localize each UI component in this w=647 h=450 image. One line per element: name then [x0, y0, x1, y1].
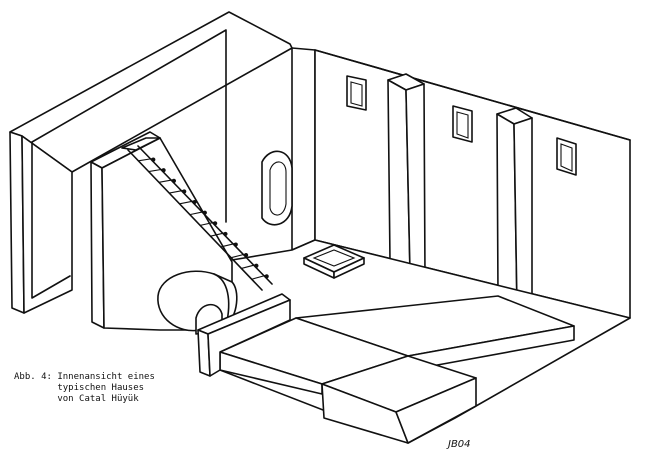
ladder-peg: [223, 231, 228, 237]
ladder-peg: [243, 253, 249, 258]
ladder-peg: [182, 189, 187, 194]
ladder-rung: [148, 168, 164, 173]
ladder-peg: [161, 168, 166, 173]
ladder-rung: [220, 242, 236, 248]
ladder-peg: [202, 210, 207, 215]
ladder-peg: [233, 242, 238, 247]
ladder-peg: [254, 263, 259, 268]
ladder-rung: [178, 200, 195, 205]
ladder-peg: [171, 178, 177, 183]
ladder-rung: [209, 232, 226, 237]
ladder-rung: [168, 189, 184, 194]
window-3: [556, 137, 577, 176]
pilaster-left: [387, 73, 426, 279]
signature: JB04: [446, 439, 471, 450]
oval-doorway: [261, 150, 293, 226]
figure-caption: Abb. 4: Innenansicht eines typischen Hau…: [14, 372, 155, 405]
window-1: [346, 75, 367, 111]
caption-line-1: Abb. 4: Innenansicht eines: [14, 372, 155, 382]
hearth-icon: [303, 244, 365, 279]
platform-front: [321, 355, 477, 444]
ladder-rung: [189, 211, 205, 216]
ladder-rung: [230, 253, 246, 259]
ladder-peg: [264, 274, 269, 279]
window-2: [452, 105, 473, 143]
ladder-peg: [213, 221, 218, 226]
ladder-peg: [151, 157, 156, 162]
ladder-rung: [240, 264, 256, 270]
caption-line-3: von Catal Hüyük: [14, 394, 139, 404]
ladder-rung: [137, 158, 153, 162]
ladder-rung: [251, 274, 267, 280]
caption-line-2: typischen Hauses: [14, 383, 145, 393]
bench: [197, 293, 291, 377]
left-outer-wall: [9, 11, 293, 314]
pilaster-right: [496, 107, 533, 311]
ladder-icon: [121, 137, 273, 291]
ladder-rung: [199, 221, 215, 226]
ladder-rung: [158, 179, 174, 183]
ladder-peg: [192, 199, 197, 205]
